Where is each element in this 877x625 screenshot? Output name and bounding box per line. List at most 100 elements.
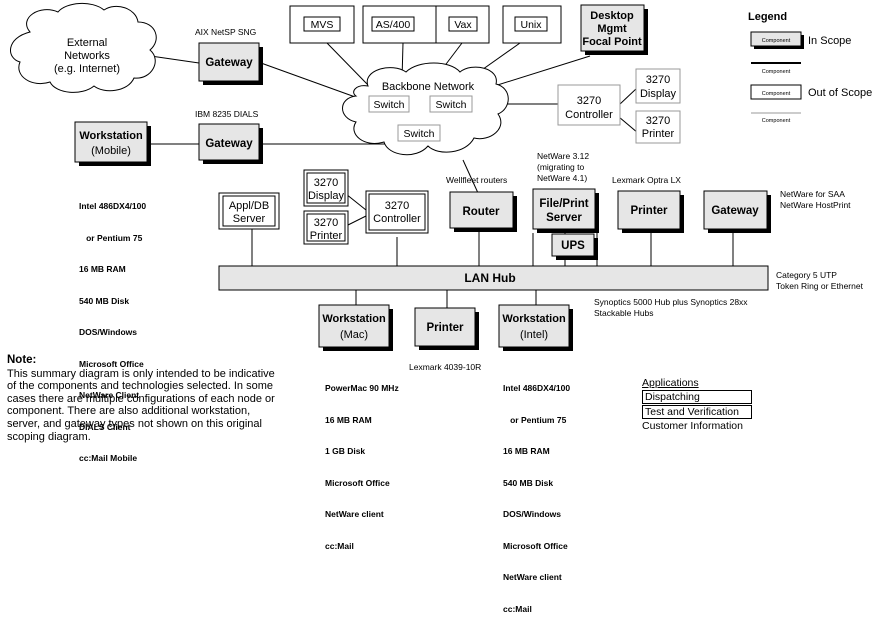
legend-inscope-component: Component	[762, 38, 791, 44]
remote-printer-line1: 3270	[646, 115, 670, 127]
workstation-intel-line2: (Intel)	[520, 329, 548, 341]
lan-hub-label: LAN Hub	[464, 271, 515, 285]
printer-top-label: Printer	[630, 205, 668, 217]
spec-line: 1 GB Disk	[325, 446, 366, 456]
spec-line: NetWare client	[503, 572, 562, 582]
workstation-mobile-line1: Workstation	[79, 130, 143, 142]
switch-label-2: Switch	[436, 99, 467, 111]
workstation-mobile-node: Workstation (Mobile)	[74, 121, 151, 166]
desktop-mgmt-node: Desktop Mgmt Focal Point	[580, 4, 648, 55]
gateway-lan-caption-1: NetWare for SAA	[780, 189, 845, 199]
fps-caption-2: (migrating to	[537, 162, 585, 172]
application-customer-information: Customer Information	[642, 420, 743, 432]
printer-top-node: Lexmark Optra LX Printer	[612, 175, 684, 233]
desktop-mgmt-line2: Mgmt	[597, 23, 627, 35]
spec-line: NetWare Client	[79, 390, 140, 400]
application-dispatching: Dispatching	[642, 390, 752, 404]
workstation-mac-specs: PowerMac 90 MHz 16 MB RAM 1 GB Disk Micr…	[325, 362, 399, 562]
spec-line: cc:Mail	[325, 540, 354, 551]
legend-inscope-link-component: Component	[762, 69, 791, 75]
local-controller-line2: Controller	[373, 213, 421, 225]
spec-line: cc:Mail	[503, 603, 532, 614]
printer-bottom-caption: Lexmark 4039-10R	[409, 362, 481, 372]
legend-title: Legend	[748, 11, 787, 23]
spec-line: 16 MB RAM	[325, 414, 372, 425]
gateway-lan-label: Gateway	[711, 205, 759, 217]
gateway-lan-caption-2: NetWare HostPrint	[780, 200, 851, 210]
legend-out-of-scope: Out of Scope	[808, 87, 872, 99]
workstation-intel-node: Workstation (Intel)	[498, 304, 573, 351]
local-printer-line1: 3270	[314, 217, 338, 229]
workstation-mac-line1: Workstation	[322, 313, 386, 325]
spec-line: 16 MB RAM	[79, 264, 126, 274]
external-networks-line2: Networks	[64, 50, 110, 62]
printer-bottom-label: Printer	[426, 322, 464, 334]
applications-title: Applications	[642, 377, 699, 389]
workstation-mac-line2: (Mac)	[340, 329, 368, 341]
gateway-mid-label: Gateway	[205, 138, 253, 150]
gateway-mid-node: IBM 8235 DIALS Gateway	[195, 109, 263, 164]
legend-outscope-component: Component	[762, 91, 791, 97]
spec-line: PowerMac 90 MHz	[325, 383, 399, 393]
host-mvs: MVS	[311, 19, 334, 31]
backbone-network-cloud: Backbone Network Switch Switch Switch	[342, 62, 509, 156]
note-heading: Note:	[7, 354, 37, 366]
application-test-verification: Test and Verification	[642, 405, 752, 419]
printer-top-caption: Lexmark Optra LX	[612, 175, 681, 185]
host-vax: Vax	[454, 19, 472, 31]
appl-server-line2: Server	[233, 213, 266, 225]
local-controller-line1: 3270	[385, 200, 409, 212]
summary-note: Note: This summary diagram is only inten…	[7, 354, 277, 443]
lan-hub-models-2: Stackable Hubs	[594, 308, 654, 318]
gateway-top-caption: AIX NetSP SNG	[195, 27, 256, 37]
lan-hub-models-1: Synoptics 5000 Hub plus Synoptics 28xx	[594, 297, 748, 307]
gateway-top-node: AIX NetSP SNG Gateway	[195, 27, 263, 85]
local-printer-line2: Printer	[310, 230, 343, 242]
legend-outscope-link-component: Component	[762, 118, 791, 124]
router-label: Router	[462, 206, 500, 218]
workstation-mac-node: Workstation (Mac)	[318, 304, 393, 351]
switch-box-1	[368, 95, 410, 113]
local-3270-group: 3270 Display 3270 Printer 3270 Controlle…	[303, 169, 429, 245]
gateway-top-label: Gateway	[205, 57, 253, 69]
spec-line: 540 MB Disk	[503, 477, 554, 488]
fps-caption-1: NetWare 3.12	[537, 151, 589, 161]
spec-line: Microsoft Office	[503, 540, 568, 551]
ups-label: UPS	[561, 240, 585, 252]
spec-line: 16 MB RAM	[503, 446, 550, 456]
fps-line2: Server	[546, 212, 582, 224]
workstation-mobile-specs: Intel 486DX4/100 or Pentium 75 16 MB RAM…	[79, 180, 146, 474]
local-display-line2: Display	[308, 190, 345, 202]
remote-3270-group: 3270 Controller 3270 Display 3270 Printe…	[557, 68, 681, 144]
workstation-intel-line1: Workstation	[502, 313, 566, 325]
host-systems: MVS AS/400 Vax Unix	[289, 5, 562, 44]
gateway-lan-node: NetWare for SAA NetWare HostPrint Gatewa…	[703, 189, 851, 233]
spec-line: DIALS Client	[79, 421, 131, 432]
legend: Legend Component In Scope Component Comp…	[748, 11, 872, 124]
desktop-mgmt-line3: Focal Point	[582, 36, 642, 48]
local-display-line1: 3270	[314, 177, 338, 189]
legend-in-scope: In Scope	[808, 35, 851, 47]
spec-line: 540 MB Disk	[79, 295, 130, 306]
host-as400: AS/400	[376, 19, 411, 31]
router-node: Wellfleet routers Router	[446, 175, 517, 232]
lan-hub-media-2: Token Ring or Ethernet	[776, 281, 864, 291]
remote-controller-line1: 3270	[577, 95, 601, 107]
lan-hub: LAN Hub Category 5 UTP Token Ring or Eth…	[218, 265, 864, 318]
remote-display-line1: 3270	[646, 74, 670, 86]
backbone-title: Backbone Network	[382, 81, 475, 93]
workstation-intel-specs: Intel 486DX4/100 or Pentium 75 16 MB RAM…	[503, 362, 570, 625]
note-text: This summary diagram is only intended to…	[7, 367, 275, 443]
switch-box-3	[397, 124, 441, 142]
lan-hub-media-1: Category 5 UTP	[776, 270, 837, 280]
network-diagram: External Networks (e.g. Internet) Backbo…	[10, 3, 872, 372]
spec-line: or Pentium 75	[503, 414, 567, 425]
spec-line: DOS/Windows	[503, 509, 562, 519]
external-networks-line1: External	[67, 37, 107, 49]
appl-db-server-node: Appl/DB Server	[218, 192, 280, 230]
switch-label-3: Switch	[404, 128, 435, 140]
remote-printer-line2: Printer	[642, 128, 675, 140]
spec-line: Microsoft Office	[325, 477, 390, 488]
external-networks-cloud: External Networks (e.g. Internet)	[10, 3, 157, 93]
applications-panel: Applications Dispatching Test and Verifi…	[642, 377, 752, 432]
